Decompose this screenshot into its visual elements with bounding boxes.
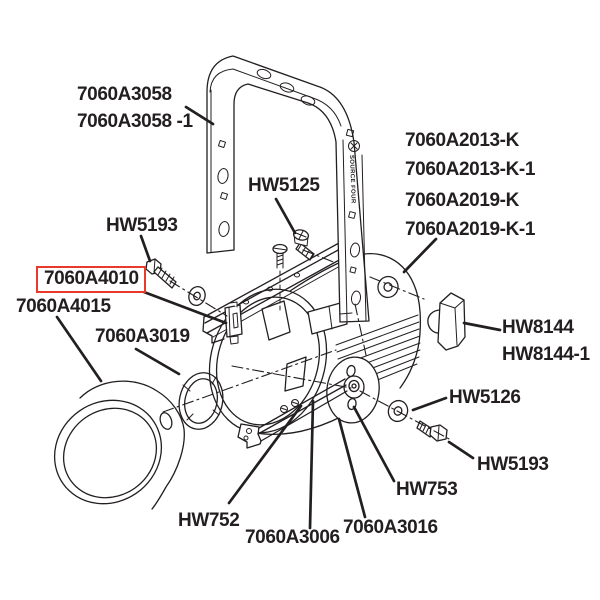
reflector-drawing [53, 380, 185, 510]
part-label-ring: 7060A3019 [95, 326, 190, 347]
leader-body-kits [402, 237, 438, 274]
leader-reflector [55, 315, 103, 383]
latch-clip-drawing [224, 301, 243, 345]
part-label-hw5193-left: HW5193 [106, 215, 178, 236]
part-label-hw8144-1: HW8144-1 [502, 344, 590, 365]
leader-7060a3006 [308, 399, 315, 530]
part-label-7060a4010: 7060A4010 [44, 268, 139, 289]
knob-boss [427, 309, 442, 334]
leader-hw753 [352, 405, 396, 483]
interior-slot-mid [284, 356, 307, 392]
part-label-hw5126: HW5126 [449, 387, 521, 408]
knob-handle [437, 292, 466, 351]
leader-lines [55, 105, 502, 530]
leader-hw8144 [462, 321, 502, 332]
part-label-yoke-a: 7060A3058 [77, 84, 172, 105]
part-label-hw752: HW752 [178, 510, 240, 531]
leader-7060a3016 [337, 417, 367, 519]
part-label-hw5193-right: HW5193 [477, 454, 549, 475]
part-label-body-k3: 7060A2019-K [405, 190, 519, 211]
part-label-yoke-b: 7060A3058 -1 [77, 111, 193, 132]
leader-hw752 [227, 404, 303, 505]
part-label-hw8144: HW8144 [502, 317, 574, 338]
screws-hw5125 [272, 229, 315, 269]
part-label-7060a3006: 7060A3006 [245, 527, 340, 548]
part-label-7060a3016: 7060A3016 [343, 517, 438, 538]
yoke-bracket-drawing: SOURCE FOUR [206, 55, 370, 323]
part-label-body-k1: 7060A2013-K [405, 130, 519, 151]
interior-slot-upper [307, 301, 348, 335]
part-label-hw753: HW753 [396, 479, 458, 500]
tension-knob-drawing [427, 292, 466, 351]
leader-hw5193-left [139, 234, 152, 263]
washer-left [188, 285, 206, 307]
centerlines [162, 249, 452, 441]
rear-plate-drawing [326, 356, 380, 424]
highlight-box-7060a4010: 7060A4010 [36, 266, 146, 293]
part-label-body-k2: 7060A2013-K-1 [405, 159, 535, 180]
yoke-engraving-text: SOURCE FOUR [348, 155, 356, 204]
yoke-attachment-washer [377, 275, 399, 299]
part-label-body-k4: 7060A2019-K-1 [405, 219, 535, 240]
retaining-ring-drawing [178, 372, 224, 430]
leader-hw5193-right [447, 440, 475, 460]
screw-hw5193-left [145, 258, 177, 289]
leader-hw5125 [274, 197, 297, 235]
interior-bracket [261, 300, 291, 341]
leader-yoke [184, 105, 215, 126]
leader-7060a4010 [134, 287, 228, 325]
bottom-rail-drawing [237, 378, 348, 449]
leader-hw5126 [411, 396, 448, 412]
heatsink-fins [335, 314, 421, 395]
leader-ring [134, 347, 181, 376]
part-label-reflector: 7060A4015 [16, 296, 111, 317]
part-label-hw5125: HW5125 [248, 175, 320, 196]
